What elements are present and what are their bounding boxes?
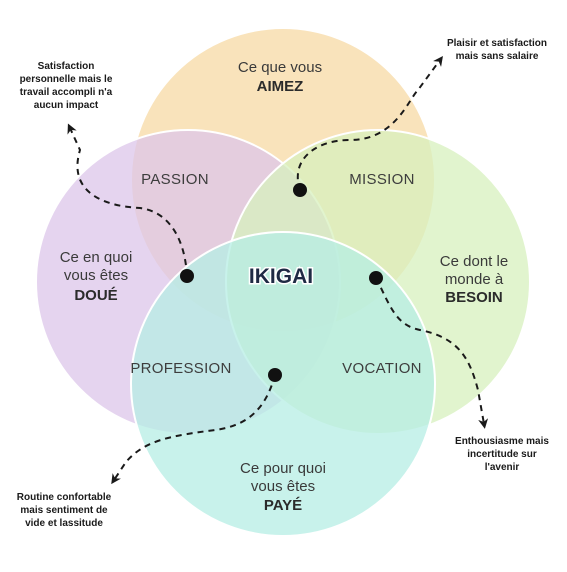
note-bottom-left: Routine confortable mais sentiment de vi… [17, 492, 112, 529]
note-top-right-line1: Plaisir et satisfaction [447, 38, 547, 49]
note-bottom-right-line1: Enthousiasme mais [455, 436, 549, 447]
note-top-right-line2: mais sans salaire [456, 51, 539, 62]
dot-mission [293, 183, 307, 197]
paye-line3: PAYÉ [264, 497, 302, 514]
zone-mission: MISSION [349, 171, 414, 188]
arrow-passion [67, 123, 188, 277]
aimez-line2: AIMEZ [257, 78, 304, 95]
dot-profession [268, 368, 282, 382]
note-bottom-left-line3: vide et lassitude [25, 518, 103, 529]
note-bottom-right-line3: l'avenir [485, 462, 520, 473]
besoin-line2: monde à [445, 271, 504, 288]
note-bottom-right: Enthousiasme mais incertitude sur l'aven… [455, 436, 549, 473]
doue-line2: vous êtes [64, 267, 128, 284]
circle-paye [130, 231, 436, 537]
arrow-mission [297, 55, 443, 191]
paye-line1: Ce pour quoi [240, 460, 326, 477]
center-ikigai: IKIGAI [249, 265, 313, 288]
arrow-profession [111, 374, 276, 485]
doue-line1: Ce en quoi [60, 249, 133, 266]
besoin-line3: BESOIN [445, 289, 503, 306]
note-bottom-left-line2: mais sentiment de [20, 505, 108, 516]
zone-profession: PROFESSION [130, 360, 231, 377]
note-top-left-line4: aucun impact [34, 100, 99, 111]
arrow-vocation [375, 277, 489, 429]
dot-vocation [369, 271, 383, 285]
note-top-left-line1: Satisfaction [38, 61, 95, 72]
besoin-line1: Ce dont le [440, 253, 508, 270]
dot-passion [180, 269, 194, 283]
zone-passion: PASSION [141, 171, 209, 188]
paye-line2: vous êtes [251, 478, 315, 495]
zone-vocation: VOCATION [342, 360, 422, 377]
note-top-left-line2: personnelle mais le [20, 74, 113, 85]
note-top-left: Satisfaction personnelle mais le travail… [20, 61, 113, 111]
note-bottom-right-line2: incertitude sur [467, 449, 537, 460]
note-top-left-line3: travail accompli n'a [20, 87, 113, 98]
note-top-right: Plaisir et satisfaction mais sans salair… [447, 38, 547, 62]
aimez-line1: Ce que vous [238, 59, 322, 76]
note-bottom-left-line1: Routine confortable [17, 492, 112, 503]
doue-line3: DOUÉ [74, 287, 117, 304]
